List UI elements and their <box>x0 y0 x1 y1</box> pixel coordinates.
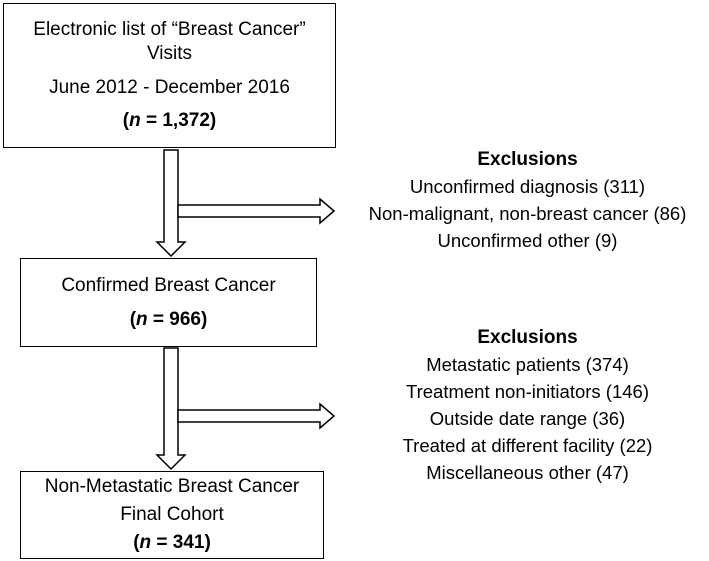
exclusion-item: Treated at different facility (22) <box>402 435 653 456</box>
exclusions-2: Exclusions Metastatic patients (374) Tre… <box>350 324 705 486</box>
box-final-count: (n = 341) <box>133 531 211 553</box>
exclusion-item: Non-malignant, non-breast cancer (86) <box>368 203 687 224</box>
exclusion-item: Miscellaneous other (47) <box>426 462 629 483</box>
box-initial-line2: Visits <box>146 42 193 64</box>
box-confirmed: Confirmed Breast Cancer (n = 966) <box>20 258 317 347</box>
box-final-cohort: Non-Metastatic Breast Cancer Final Cohor… <box>20 471 324 559</box>
down-arrow-1 <box>155 149 187 258</box>
exclusion-item: Unconfirmed diagnosis (311) <box>409 176 646 197</box>
box-initial-line1: Electronic list of “Breast Cancer” <box>33 19 306 40</box>
exclusions-2-heading: Exclusions <box>477 327 578 348</box>
box-confirmed-count: (n = 966) <box>129 308 208 330</box>
box-confirmed-line1: Confirmed Breast Cancer <box>61 274 276 296</box>
exclusions-1-heading: Exclusions <box>477 149 578 170</box>
box-final-line2: Final Cohort <box>120 504 224 526</box>
right-arrow-1 <box>177 197 336 225</box>
exclusion-item: Treatment non-initiators (146) <box>405 381 649 402</box>
right-arrow-2 <box>177 402 336 430</box>
box-initial-visits: Electronic list of “Breast Cancer” Visit… <box>3 3 336 148</box>
exclusion-item: Unconfirmed other (9) <box>437 230 618 251</box>
exclusions-1: Exclusions Unconfirmed diagnosis (311) N… <box>350 146 705 254</box>
box-final-line1: Non-Metastatic Breast Cancer <box>44 476 300 498</box>
down-arrow-2 <box>155 347 187 471</box>
box-initial-date-range: June 2012 - December 2016 <box>49 76 290 98</box>
box-initial-count: (n = 1,372) <box>122 110 217 132</box>
exclusion-item: Metastatic patients (374) <box>426 354 629 375</box>
exclusion-item: Outside date range (36) <box>429 408 626 429</box>
